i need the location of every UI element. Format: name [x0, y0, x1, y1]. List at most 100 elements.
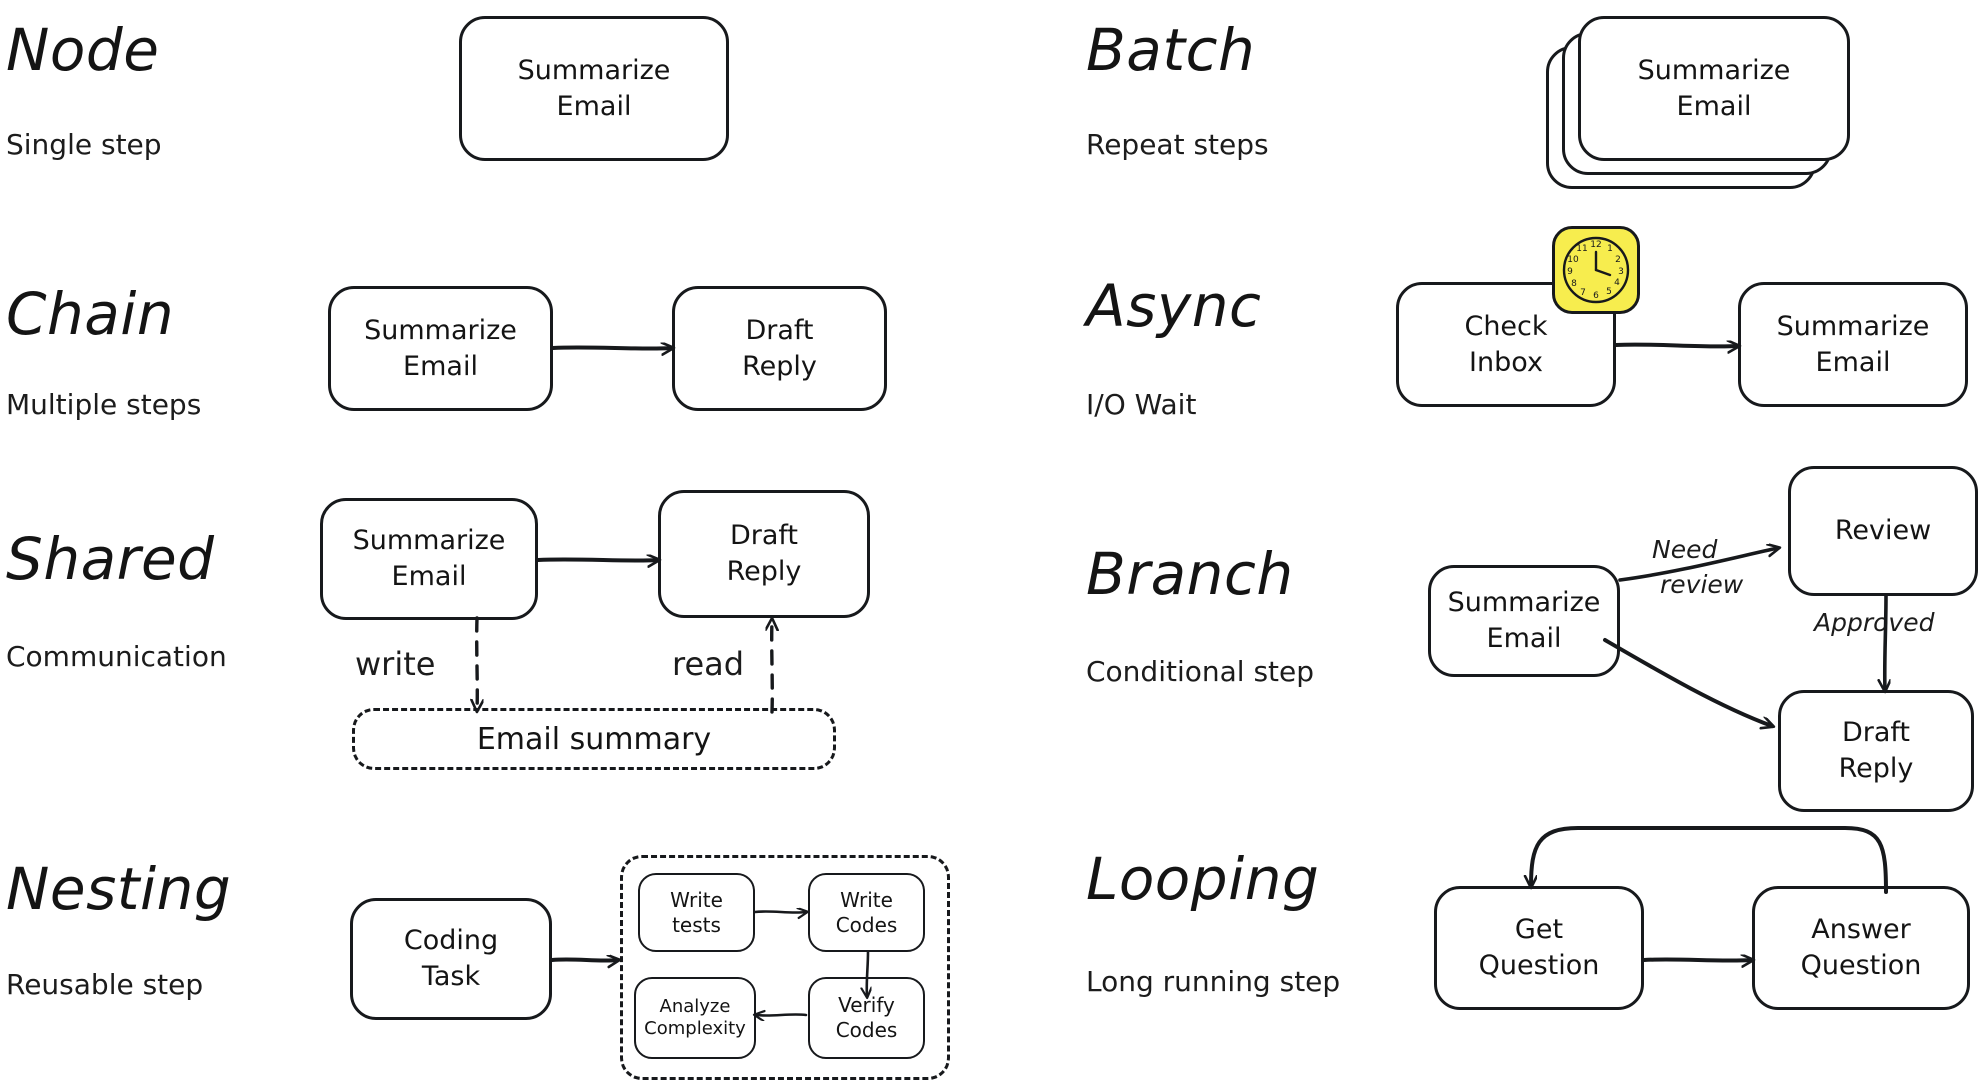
shared-store-label: Email summary [476, 721, 712, 757]
section-title-branch: Branch [1086, 540, 1294, 608]
node-looping-get-question[interactable]: Get Question [1434, 886, 1644, 1010]
edge-shared-write-store [477, 616, 478, 710]
node-chain-summarize[interactable]: Summarize Email [328, 286, 553, 411]
node-label-line2: Question [1478, 950, 1600, 981]
section-subtitle-batch: Repeat steps [1086, 128, 1269, 161]
node-label-line1: Summarize [364, 314, 517, 346]
svg-text:6: 6 [1593, 291, 1599, 301]
svg-text:7: 7 [1580, 288, 1586, 298]
clock-face: 12 1 2 3 4 5 6 7 8 9 10 11 [1562, 236, 1630, 304]
section-title-async: Async [1086, 272, 1262, 340]
node-label-line2: Question [1800, 950, 1922, 981]
node-label-line2: Reply [742, 350, 817, 382]
edge-label-need: Need [1652, 535, 1718, 564]
node-label-line2: Reply [1838, 753, 1914, 784]
node-label-line1: Summarize [1447, 587, 1601, 619]
svg-text:9: 9 [1567, 267, 1573, 277]
node-label-line2: Email [556, 90, 632, 122]
node-label-line2: Email [391, 561, 467, 592]
node-label-line1: Summarize [517, 54, 671, 86]
node-label-line2: Email [1486, 623, 1562, 654]
node-label-line1: Summarize [352, 525, 506, 557]
node-label-line1: Coding [403, 925, 499, 957]
node-nesting-write-codes[interactable]: Write Codes [808, 873, 925, 952]
svg-text:11: 11 [1576, 244, 1587, 254]
node-label-line1: Draft [729, 520, 799, 552]
node-nesting-analyze-complexity[interactable]: Analyze Complexity [634, 977, 756, 1059]
node-shared-summarize[interactable]: Summarize Email [320, 498, 538, 620]
edge-async-check-summarize [1614, 345, 1738, 347]
node-chain-draft[interactable]: Draft Reply [672, 286, 887, 411]
node-label-line2: Complexity [644, 1018, 746, 1039]
svg-text:1: 1 [1607, 244, 1613, 254]
node-looping-answer-question[interactable]: Answer Question [1752, 886, 1970, 1010]
node-label-line1: Draft [1841, 717, 1911, 749]
node-async-summarize[interactable]: Summarize Email [1738, 282, 1968, 407]
section-title-batch: Batch [1086, 16, 1256, 84]
edge-branch-summarize-draft [1603, 638, 1772, 726]
node-label-line1: Summarize [1637, 54, 1791, 86]
node-branch-draft[interactable]: Draft Reply [1778, 690, 1974, 812]
section-title-looping: Looping [1086, 845, 1320, 913]
section-subtitle-async: I/O Wait [1086, 388, 1197, 421]
node-label-line1: Answer [1811, 914, 1911, 946]
node-label-line1: Draft [745, 314, 814, 346]
edge-label-write: write [355, 645, 436, 683]
node-label-line1: Get [1514, 914, 1564, 946]
node-label-line2: Inbox [1469, 346, 1543, 378]
node-label-line1: Write [670, 887, 723, 912]
node-label-line2: Email [1815, 346, 1891, 378]
svg-text:10: 10 [1567, 255, 1579, 265]
node-label-line2: Codes [835, 1018, 898, 1042]
section-subtitle-nesting: Reusable step [6, 968, 204, 1001]
section-subtitle-chain: Multiple steps [6, 388, 202, 421]
node-label-line1: Analyze [659, 995, 731, 1017]
section-subtitle-node: Single step [6, 128, 162, 161]
node-label-line2: Email [403, 350, 478, 382]
edge-chain-summarize-draft [551, 347, 672, 348]
node-nesting-verify-codes[interactable]: Verify Codes [808, 977, 925, 1059]
node-label-line1: Verify [838, 993, 895, 1017]
nesting-subflow-group [620, 855, 950, 1080]
node-label-line1: Check [1464, 310, 1548, 342]
edge-label-review: review [1660, 570, 1744, 599]
node-label-line1: Write [840, 887, 893, 912]
node-shared-draft[interactable]: Draft Reply [658, 490, 870, 618]
node-branch-review[interactable]: Review [1788, 466, 1978, 596]
node-label-line2: Reply [726, 556, 802, 587]
svg-text:4: 4 [1614, 278, 1620, 288]
node-label-line1: Review [1834, 515, 1932, 547]
node-branch-summarize[interactable]: Summarize Email [1428, 565, 1620, 677]
node-label-line2: Email [1676, 90, 1752, 122]
node-async-check-inbox[interactable]: Check Inbox [1396, 282, 1616, 407]
svg-text:3: 3 [1618, 267, 1624, 277]
section-subtitle-shared: Communication [6, 640, 227, 673]
section-title-chain: Chain [6, 280, 175, 348]
edge-shared-summarize-draft [536, 559, 658, 560]
edge-nesting-coding-subflow [550, 959, 618, 960]
svg-text:5: 5 [1606, 287, 1612, 297]
edge-label-read: read [672, 645, 745, 683]
section-title-nesting: Nesting [6, 855, 232, 923]
node-batch-summarize[interactable]: Summarize Email [1578, 16, 1850, 161]
node-label-line2: Task [421, 961, 481, 992]
edge-looping-get-answer [1642, 959, 1752, 960]
svg-text:12: 12 [1590, 240, 1601, 250]
node-label-line2: Codes [835, 912, 898, 937]
svg-text:8: 8 [1571, 279, 1577, 289]
edge-looping-answer-get [1531, 826, 1888, 894]
edge-shared-store-read [772, 620, 773, 714]
shared-store-box[interactable]: Email summary [352, 708, 836, 770]
node-label-line2: tests [672, 912, 721, 937]
node-nesting-write-tests[interactable]: Write tests [638, 873, 755, 952]
section-subtitle-branch: Conditional step [1086, 655, 1315, 688]
clock-icon: 12 1 2 3 4 5 6 7 8 9 10 11 [1552, 226, 1640, 314]
node-node-summarize[interactable]: Summarize Email [459, 16, 729, 161]
node-nesting-coding-task[interactable]: Coding Task [350, 898, 552, 1020]
svg-text:2: 2 [1615, 255, 1621, 265]
edge-label-approved: Approved [1814, 608, 1935, 637]
section-subtitle-looping: Long running step [1086, 965, 1341, 998]
section-title-shared: Shared [6, 525, 215, 593]
node-label-line1: Summarize [1776, 310, 1930, 342]
